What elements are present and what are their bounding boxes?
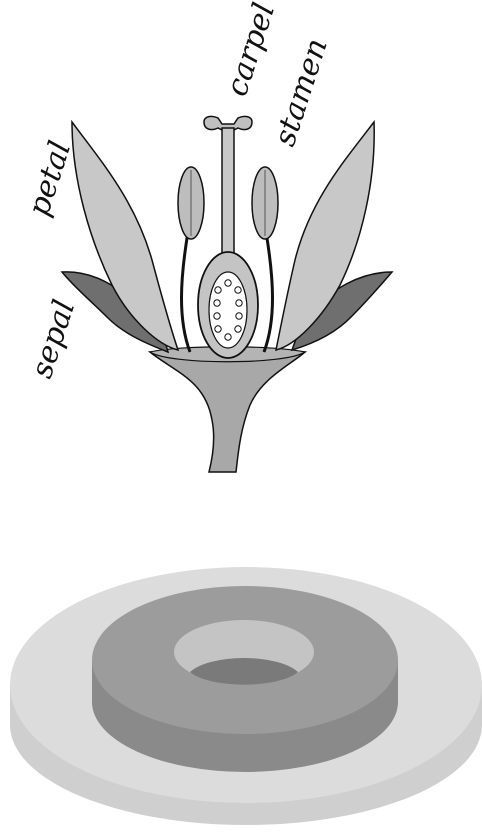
label-stamen: stamen xyxy=(267,34,335,150)
label-petal: petal xyxy=(21,137,78,221)
ovule xyxy=(235,287,241,293)
ovule xyxy=(225,334,231,340)
ovule xyxy=(214,313,220,319)
label-carpel: carpel xyxy=(219,0,282,100)
flower-cross-section: carpel stamen petal sepal xyxy=(21,0,392,472)
ovule xyxy=(236,300,242,306)
label-sepal: sepal xyxy=(24,296,82,383)
stamen-filament-left xyxy=(182,232,191,352)
stem xyxy=(150,352,305,472)
whorl-disc-model xyxy=(10,567,482,825)
stamen-filament-right xyxy=(264,232,273,352)
ovule xyxy=(236,313,242,319)
ovule xyxy=(215,287,221,293)
ovule xyxy=(214,300,220,306)
ovule xyxy=(215,326,221,332)
ovule xyxy=(225,280,231,286)
carpel-style xyxy=(222,128,234,256)
ovule xyxy=(235,326,241,332)
